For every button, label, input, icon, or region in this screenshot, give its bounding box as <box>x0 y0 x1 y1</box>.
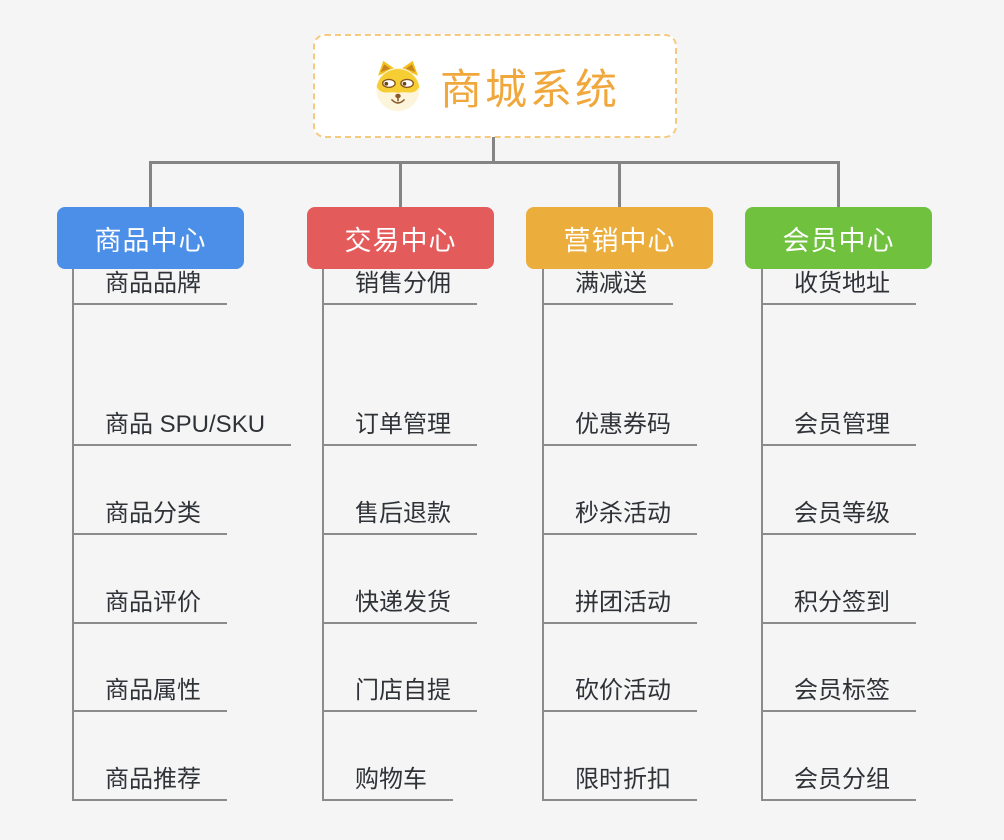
connector-trunk <box>761 269 763 801</box>
leaf-node[interactable]: 售后退款 <box>322 499 477 535</box>
branch-label: 商品中心 <box>94 225 207 256</box>
branch-node-trade-center[interactable]: 交易中心 <box>307 207 494 269</box>
leaf-node[interactable]: 商品分类 <box>72 499 227 535</box>
leaf-node[interactable]: 会员管理 <box>761 410 916 446</box>
leaf-node[interactable]: 门店自提 <box>322 676 477 712</box>
leaf-node[interactable]: 会员等级 <box>761 499 916 535</box>
leaf-node[interactable]: 商品品牌 <box>72 269 227 305</box>
leaf-node[interactable]: 会员标签 <box>761 676 916 712</box>
connector-drop-member <box>837 162 840 208</box>
leaf-node[interactable]: 商品评价 <box>72 588 227 624</box>
connector-drop-marketing <box>618 162 621 208</box>
branch-column-member: 会员管理 会员等级 积分签到 会员标签 会员分组 收货地址 <box>761 269 1001 809</box>
leaf-node[interactable]: 优惠券码 <box>542 410 697 446</box>
root-node[interactable]: 商城系统 <box>313 34 677 138</box>
leaf-node[interactable]: 积分签到 <box>761 588 916 624</box>
leaf-node[interactable]: 购物车 <box>322 765 453 801</box>
leaf-node[interactable]: 收货地址 <box>761 269 916 305</box>
branch-node-product-center[interactable]: 商品中心 <box>57 207 244 269</box>
connector-trunk <box>322 269 324 801</box>
connector-trunk <box>542 269 544 801</box>
leaf-node[interactable]: 会员分组 <box>761 765 916 801</box>
branch-column-product: 商品 SPU/SKU 商品分类 商品评价 商品属性 商品推荐 商品品牌 <box>72 269 312 809</box>
connector-root-stem <box>492 137 495 164</box>
connector-drop-trade <box>399 162 402 208</box>
leaf-node[interactable]: 商品推荐 <box>72 765 227 801</box>
leaf-node[interactable]: 满减送 <box>542 269 673 305</box>
connector-bus <box>149 161 840 164</box>
leaf-node[interactable]: 快递发货 <box>322 588 477 624</box>
branch-column-trade: 订单管理 售后退款 快递发货 门店自提 购物车 销售分佣 <box>322 269 562 809</box>
leaf-node[interactable]: 拼团活动 <box>542 588 697 624</box>
leaf-node[interactable]: 秒杀活动 <box>542 499 697 535</box>
branch-column-marketing: 优惠券码 秒杀活动 拼团活动 砍价活动 限时折扣 满减送 <box>542 269 782 809</box>
branch-label: 会员中心 <box>782 225 895 256</box>
leaf-node[interactable]: 商品 SPU/SKU <box>72 410 292 446</box>
connector-trunk <box>72 269 74 801</box>
connector-drop-product <box>149 162 152 208</box>
leaf-node[interactable]: 订单管理 <box>322 410 477 446</box>
branch-label: 营销中心 <box>563 225 676 256</box>
branch-node-marketing-center[interactable]: 营销中心 <box>526 207 713 269</box>
branch-node-member-center[interactable]: 会员中心 <box>745 207 932 269</box>
leaf-node[interactable]: 销售分佣 <box>322 269 477 305</box>
leaf-node[interactable]: 商品属性 <box>72 676 227 712</box>
leaf-node[interactable]: 砍价活动 <box>542 676 697 712</box>
branch-label: 交易中心 <box>344 225 457 256</box>
root-title: 商城系统 <box>439 65 620 113</box>
doge-face-icon <box>376 60 420 112</box>
leaf-node[interactable]: 限时折扣 <box>542 765 697 801</box>
